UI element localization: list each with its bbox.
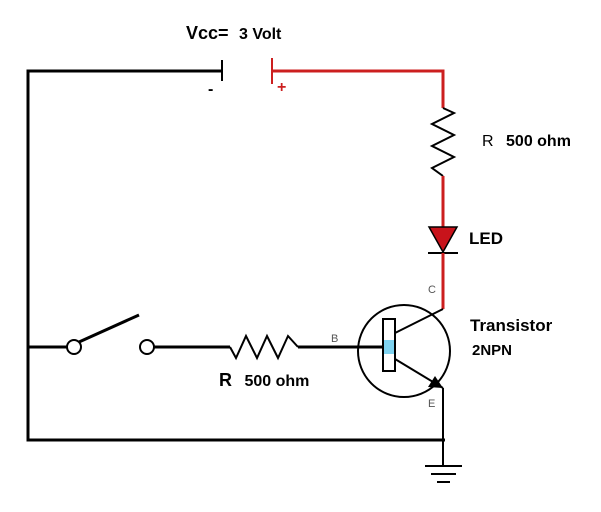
transistor-name: Transistor: [470, 316, 553, 335]
top-resistor-icon: [429, 107, 457, 177]
top-resistor-value: 500 ohm: [506, 133, 571, 150]
base-resistor-value: 500 ohm: [244, 373, 310, 390]
vcc-prefix: Vcc=: [186, 23, 229, 43]
vcc-value: 3 Volt: [239, 26, 282, 43]
npn-transistor-icon: [357, 304, 451, 398]
vcc-label: Vcc= 3 Volt: [186, 24, 281, 43]
top-resistor-prefix: R: [482, 133, 494, 150]
collector-pin-label: C: [428, 284, 436, 296]
base-pin-label: B: [331, 333, 339, 345]
base-resistor-label: R 500 ohm: [219, 371, 309, 390]
transistor-type: 2NPN: [472, 342, 513, 359]
emitter-pin-label: E: [428, 398, 436, 410]
positive-wire: [272, 69, 445, 108]
battery-minus-label: -: [208, 81, 214, 98]
top-resistor-label: R 500 ohm: [482, 134, 571, 150]
battery-plus-label: +: [277, 79, 287, 96]
led-label: LED: [469, 229, 503, 248]
base-resistor-prefix: R: [219, 370, 232, 390]
base-resistor-icon: [229, 333, 299, 361]
left-loop-wire: [26, 69, 445, 442]
switch-icon: [66, 313, 155, 355]
ground-icon: [425, 465, 462, 483]
led-icon: [427, 226, 459, 254]
